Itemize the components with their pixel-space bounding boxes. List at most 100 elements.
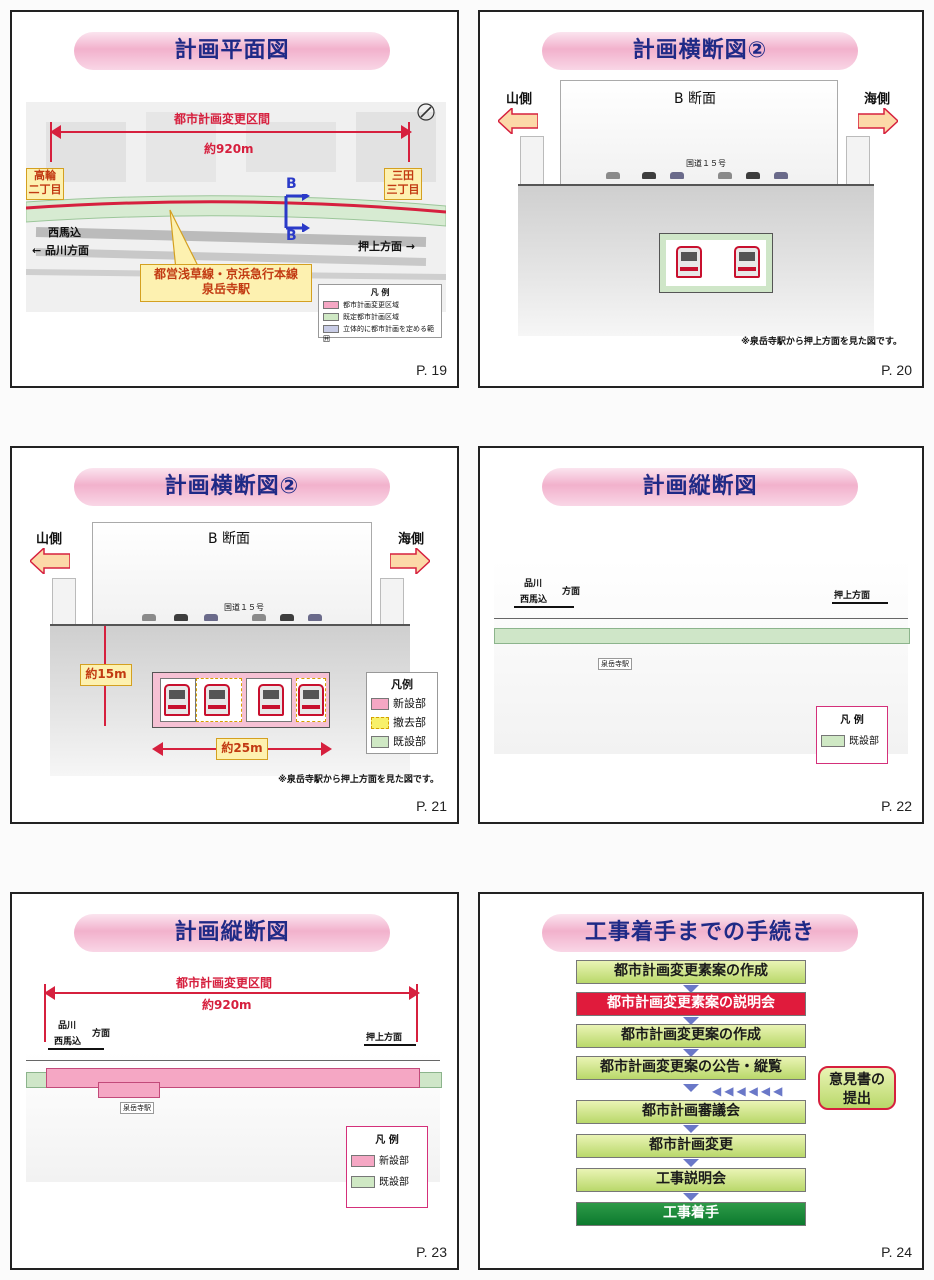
flow-step-6: 都市計画変更	[576, 1134, 806, 1158]
legend-text: 既設部	[393, 735, 426, 748]
flow-arrow	[683, 985, 699, 993]
section-tick-left	[50, 122, 52, 162]
swatch-blue	[323, 325, 339, 333]
section-frame	[560, 80, 838, 188]
slide-title: 計画横断図②	[542, 32, 858, 70]
label-houmen: 方面	[92, 1029, 111, 1039]
existing-tunnel-band	[494, 628, 910, 644]
swatch-green	[371, 736, 389, 748]
legend-item: 撤去部	[371, 714, 433, 730]
label-oshiage: 押上方面	[834, 591, 871, 601]
flow-arrow	[683, 1193, 699, 1201]
label-nishimagome: 西馬込	[520, 595, 548, 605]
new-tunnel-drop	[98, 1082, 160, 1098]
place-takanawa: 高輪 二丁目	[26, 168, 64, 200]
page-number: P. 21	[416, 798, 447, 814]
place-mita-text: 三田 三丁目	[386, 169, 420, 196]
page-number: P. 24	[881, 1244, 912, 1260]
swatch-pink	[323, 301, 339, 309]
building-left	[520, 136, 544, 186]
label-shinagawa: 品川	[524, 579, 543, 589]
section-label: B 断面	[674, 91, 717, 107]
slide-p22: 計画縦断図 品川 西馬込 方面 押上方面 泉岳寺駅 凡 例 既設部 P. 22	[478, 446, 924, 824]
road-label: 国道１５号	[224, 603, 264, 612]
depth-text: 約15m	[85, 667, 127, 681]
arrow-left	[30, 548, 70, 574]
train-icon	[734, 246, 760, 278]
ground-line	[26, 1060, 440, 1061]
slide-title: 計画平面図	[74, 32, 390, 70]
station-label: 泉岳寺駅	[120, 1102, 154, 1114]
legend-item: 新設部	[351, 1152, 423, 1167]
slide-p20: 計画横断図② B 断面 山側 海側 国道１５号 ※泉岳寺駅から押上方面を見た図で…	[478, 10, 924, 388]
b-section-line	[284, 194, 310, 232]
station-label: 泉岳寺駅	[598, 658, 632, 670]
legend-p21: 凡例 新設部 撤去部 既設部	[366, 672, 438, 754]
car	[718, 172, 732, 179]
legend-item: 既設部	[351, 1173, 423, 1188]
label-shinagawa: ← 品川方面	[32, 244, 90, 257]
flow-arrow	[683, 1125, 699, 1133]
car	[774, 172, 788, 179]
label-shinagawa: 品川	[58, 1021, 77, 1031]
opinion-text: 意見書の 提出	[829, 1072, 885, 1107]
legend-item: 既設部	[821, 732, 883, 747]
opinion-arrows: ◀◀◀◀◀◀	[712, 1084, 786, 1098]
label-yama: 山側	[36, 532, 63, 547]
car	[670, 172, 684, 179]
label-oshiage: 押上方面	[366, 1033, 403, 1043]
flow-arrow	[683, 1159, 699, 1167]
swatch-pink	[351, 1155, 375, 1167]
label-houmen: 方面	[562, 587, 581, 597]
legend-text: 新設部	[393, 697, 426, 710]
legend-p19: 凡 例 都市計画変更区域 既定都市計画区域 立体的に都市計画を定める範囲	[318, 284, 442, 343]
slide-title: 計画縦断図	[74, 914, 390, 952]
swatch-yellow	[371, 717, 389, 729]
legend-text: 撤去部	[393, 716, 426, 729]
legend-p23: 凡 例 新設部 既設部	[346, 1126, 428, 1208]
swatch-green	[821, 735, 845, 747]
legend-p22: 凡 例 既設部	[816, 706, 888, 764]
station-callout-text: 都営浅草線・京浜急行本線 泉岳寺駅	[153, 267, 298, 296]
flow-step-4: 都市計画変更案の公告・縦覧	[576, 1056, 806, 1080]
slide-p23: 計画縦断図 都市計画変更区間 約920m 品川 西馬込 方面 押上方面 泉岳寺駅…	[10, 892, 459, 1270]
section-label: B 断面	[208, 531, 251, 547]
car	[746, 172, 760, 179]
slide-p24: 工事着手までの手続き 都市計画変更素案の作成 都市計画変更素案の説明会 都市計画…	[478, 892, 924, 1270]
car	[174, 614, 188, 621]
building-right	[380, 578, 404, 626]
slide-title: 計画縦断図	[542, 468, 858, 506]
building-right	[846, 136, 870, 186]
flow-step-2: 都市計画変更素案の説明会	[576, 992, 806, 1016]
width-text: 約25m	[221, 741, 263, 755]
flow-step-1: 都市計画変更素案の作成	[576, 960, 806, 984]
page-number: P. 20	[881, 362, 912, 378]
train-icon	[204, 684, 230, 716]
arrow-right-line	[364, 1044, 416, 1046]
swatch-green	[351, 1176, 375, 1188]
arrow-right	[390, 548, 430, 574]
arrow-left-line	[514, 606, 574, 608]
legend-text: 既設部	[849, 736, 879, 747]
label-umi: 海側	[864, 92, 891, 107]
legend-title: 凡 例	[370, 288, 390, 297]
slide-p21: 計画横断図② B 断面 山側 海側 国道１５号 約15m 約25m 凡例 新設部…	[10, 446, 459, 824]
b-marker-bottom: B	[286, 228, 297, 244]
train-icon	[298, 684, 324, 716]
footnote: ※泉岳寺駅から押上方面を見た図です。	[278, 775, 439, 785]
legend-text: 既定都市計画区域	[343, 313, 399, 321]
legend-item: 既定都市計画区域	[323, 312, 437, 322]
slide-title: 工事着手までの手続き	[542, 914, 858, 952]
page-number: P. 22	[881, 798, 912, 814]
legend-title: 凡 例	[840, 715, 864, 726]
section-tick-right	[416, 984, 418, 1042]
car	[308, 614, 322, 621]
flow-step-8: 工事着手	[576, 1202, 806, 1226]
flow-step-3: 都市計画変更案の作成	[576, 1024, 806, 1048]
legend-title: 凡 例	[375, 1135, 399, 1146]
road-label: 国道１５号	[686, 159, 726, 168]
page-number: P. 19	[416, 362, 447, 378]
section-label: 都市計画変更区間	[174, 112, 271, 126]
legend-text: 既設部	[379, 1177, 409, 1188]
width-label: 約25m	[216, 738, 268, 760]
